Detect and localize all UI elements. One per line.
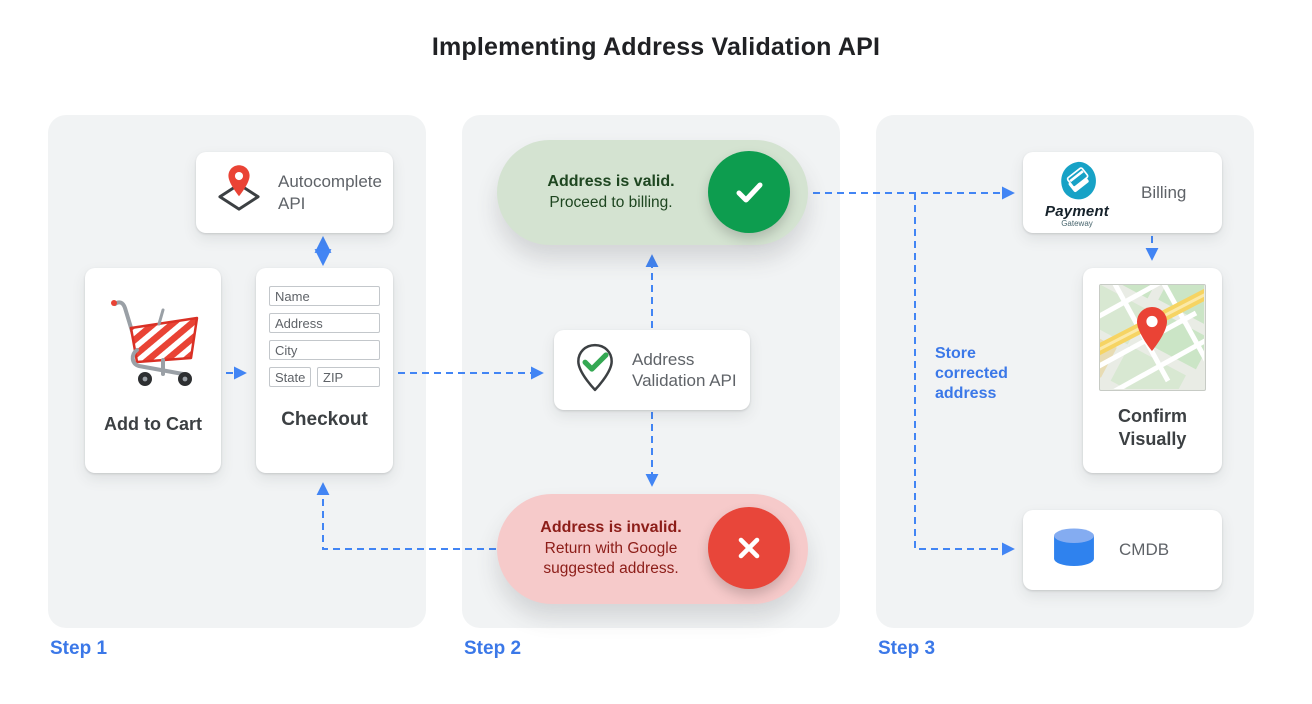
step3-label: Step 3 [878, 638, 936, 659]
invalid-pill-subtitle: Return with Google suggested address. [543, 540, 679, 578]
checkout-card: Checkout [256, 268, 393, 473]
address-validation-api-card: Address Validation API [554, 330, 750, 410]
cmdb-label: CMDB [1119, 540, 1170, 560]
address-validation-api-label: Address Validation API [632, 349, 737, 390]
shopping-cart-icon [101, 294, 205, 395]
autocomplete-api-label: Autocomplete API [278, 172, 382, 213]
step1-label: Step 1 [50, 638, 108, 659]
billing-label: Billing [1141, 182, 1187, 202]
billing-card: Payment Gateway Billing [1023, 152, 1222, 233]
invalid-pill-title: Address is invalid. [540, 519, 682, 537]
checkout-label: Checkout [281, 409, 368, 430]
confirm-visually-label: Confirm Visually [1118, 406, 1187, 449]
zip-field [317, 367, 380, 387]
x-circle-icon [708, 507, 790, 589]
map-pin-diamond-icon [212, 163, 266, 222]
valid-pill-subtitle: Proceed to billing. [549, 193, 673, 211]
step2-label: Step 2 [464, 638, 522, 659]
address-field [269, 313, 380, 333]
page-title: Implementing Address Validation API [431, 33, 881, 61]
payment-gateway-logo-secondary: Gateway [1061, 219, 1093, 228]
add-to-cart-card: Add to Cart [85, 268, 221, 473]
valid-pill-title: Address is valid. [547, 173, 675, 191]
check-circle-icon [708, 151, 790, 233]
database-icon [1051, 525, 1097, 576]
name-field [269, 286, 380, 306]
city-field [269, 340, 380, 360]
confirm-visually-card: Confirm Visually [1083, 268, 1222, 473]
cmdb-card: CMDB [1023, 510, 1222, 590]
store-corrected-address-note: Store corrected address [935, 345, 1008, 402]
address-valid-pill: Address is valid. Proceed to billing. [497, 140, 808, 245]
add-to-cart-label: Add to Cart [104, 413, 202, 434]
map-image [1099, 284, 1206, 391]
payment-gateway-logo: Payment Gateway [1039, 159, 1115, 228]
state-field [269, 367, 311, 387]
address-invalid-pill: Address is invalid. Return with Google s… [497, 494, 808, 604]
autocomplete-api-card: Autocomplete API [196, 152, 393, 233]
pin-check-icon [570, 341, 620, 400]
payment-gateway-logo-primary: Payment [1045, 203, 1109, 220]
